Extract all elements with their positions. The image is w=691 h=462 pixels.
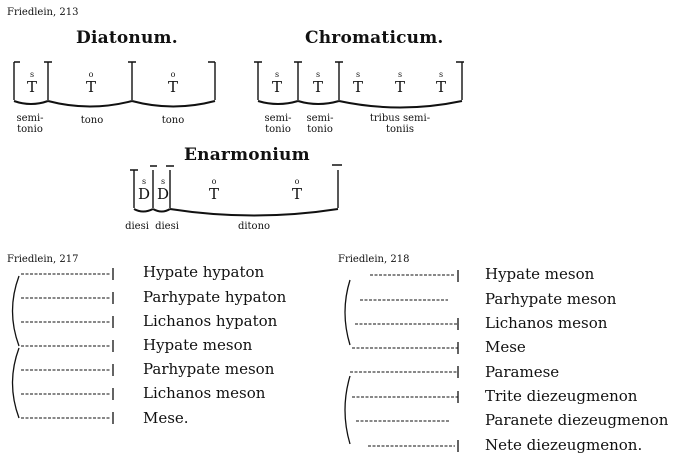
diatonum-label-2: tono bbox=[80, 115, 104, 126]
string-name-218-5: Paramese bbox=[485, 363, 560, 381]
figure-213-reference: Friedlein, 213 bbox=[7, 7, 79, 18]
diatonum-bracket-lines bbox=[13, 61, 216, 100]
diatonum-label-1: semi-tonio bbox=[16, 113, 44, 135]
string-name-217-3: Lichanos hypaton bbox=[143, 312, 278, 330]
string-name-218-8: Nete diezeugmenon. bbox=[485, 436, 643, 454]
string-name-217-4: Hypate meson bbox=[143, 336, 253, 354]
diatonum-title: Diatonum. bbox=[76, 28, 178, 48]
tetrachord-bracket-218-2 bbox=[344, 375, 351, 445]
diatonum-label-3: tono bbox=[161, 115, 185, 126]
tetrachord-bracket-218-1 bbox=[344, 279, 351, 346]
string-name-218-6: Trite diezeugmenon bbox=[485, 387, 638, 405]
enarmonium-bracket-lines bbox=[130, 164, 342, 208]
chromaticum-label-3: tribus semi-toniis bbox=[369, 113, 431, 135]
string-name-217-5: Parhypate meson bbox=[143, 360, 275, 378]
enarmonium-label-3: ditono bbox=[237, 221, 271, 232]
diatonum-braces bbox=[13, 100, 216, 108]
string-name-218-1: Hypate meson bbox=[485, 265, 595, 283]
chromaticum-label-2: semi-tonio bbox=[306, 113, 334, 135]
chromaticum-braces bbox=[257, 100, 463, 109]
string-name-218-7: Paranete diezeugmenon bbox=[485, 411, 669, 429]
chromaticum-title: Chromaticum. bbox=[305, 28, 444, 48]
enarmonium-title: Enarmonium bbox=[184, 145, 310, 165]
string-name-217-6: Lichanos meson bbox=[143, 384, 266, 402]
figure-218-reference: Friedlein, 218 bbox=[338, 254, 410, 265]
chromaticum-label-1: semi-tonio bbox=[264, 113, 292, 135]
string-name-218-3: Lichanos meson bbox=[485, 314, 608, 332]
figure-217-reference: Friedlein, 217 bbox=[7, 254, 79, 265]
tetrachord-bracket-217-1 bbox=[11, 275, 20, 347]
string-name-217-1: Hypate hypaton bbox=[143, 263, 265, 281]
string-name-218-2: Parhypate meson bbox=[485, 290, 617, 308]
string-name-218-4: Mese bbox=[485, 338, 526, 356]
string-name-217-2: Parhypate hypaton bbox=[143, 288, 287, 306]
tetrachord-bracket-217-2 bbox=[11, 347, 20, 419]
enarmonium-label-1: diesi bbox=[125, 221, 149, 232]
enarmonium-label-2: diesi bbox=[155, 221, 179, 232]
string-name-217-7: Mese. bbox=[143, 409, 189, 427]
chromaticum-bracket-lines bbox=[254, 61, 464, 100]
enarmonium-braces bbox=[133, 208, 339, 217]
